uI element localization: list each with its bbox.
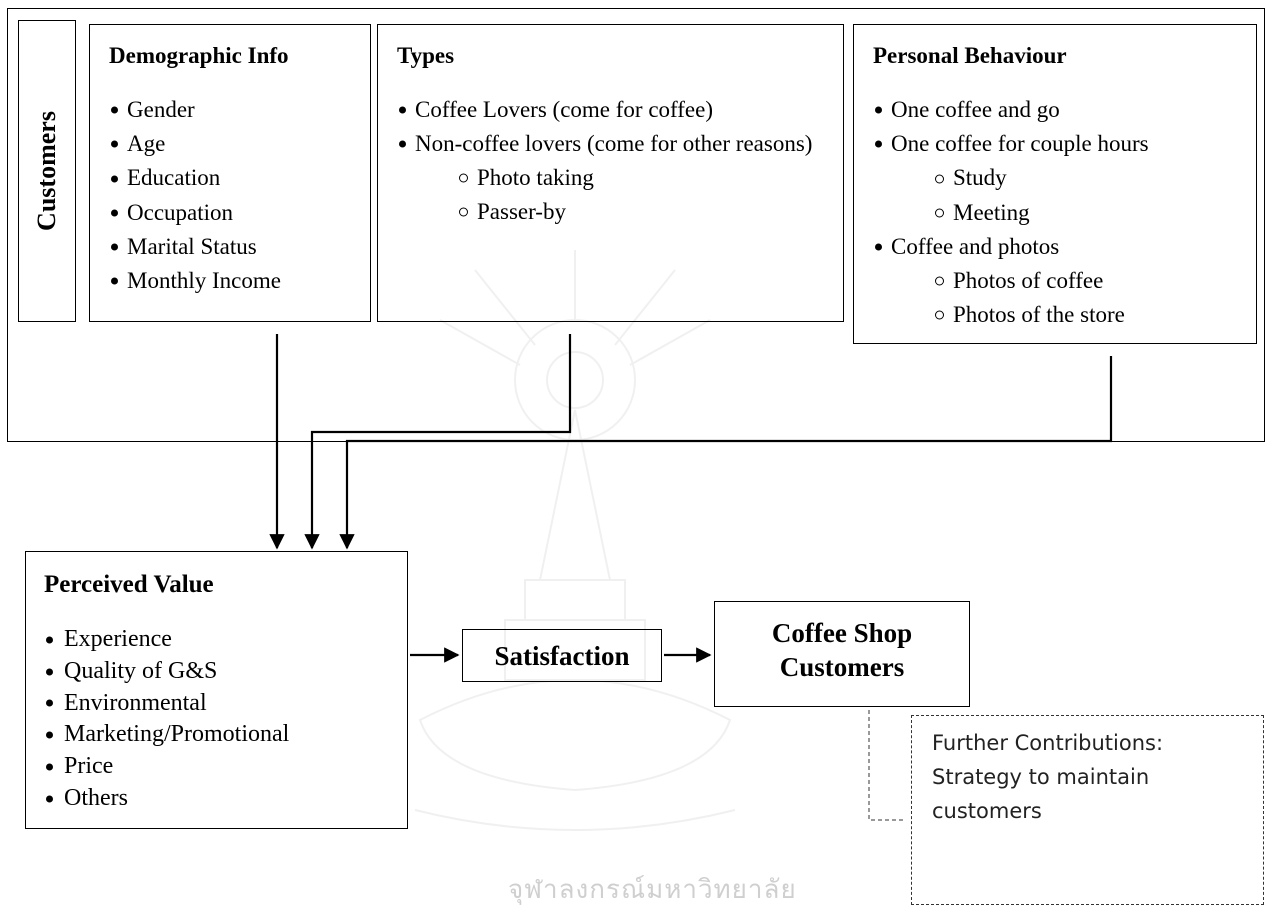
- personal-behaviour-title: Personal Behaviour: [873, 43, 1067, 68]
- behaviour-item: Coffee and photos: [873, 230, 1253, 264]
- demographic-item: Gender: [109, 93, 369, 127]
- satisfaction-box: Satisfaction: [462, 629, 662, 682]
- types-title: Types: [397, 43, 455, 68]
- further-contributions-box: Further Contributions: Strategy to maint…: [911, 715, 1264, 905]
- perceived-value-item: Quality of G&S: [44, 656, 404, 688]
- demographic-item: Occupation: [109, 196, 369, 230]
- perceived-value-box: Perceived Value Experience Quality of G&…: [25, 551, 408, 829]
- types-subitem: Passer-by: [397, 195, 839, 229]
- behaviour-subitem: Study: [873, 161, 1253, 195]
- demographic-item: Marital Status: [109, 230, 369, 264]
- coffee-shop-customers-label: Coffee Shop Customers: [715, 616, 969, 684]
- perceived-value-list: Experience Quality of G&S Environmental …: [44, 624, 404, 815]
- perceived-value-item: Others: [44, 783, 404, 815]
- types-subitem: Photo taking: [397, 161, 839, 195]
- demographic-item: Education: [109, 161, 369, 195]
- perceived-value-item: Marketing/Promotional: [44, 719, 404, 751]
- customers-label-box: Customers: [18, 20, 76, 322]
- behaviour-subitem: Photos of the store: [873, 298, 1253, 332]
- personal-behaviour-list: One coffee and go One coffee for couple …: [873, 93, 1253, 332]
- types-item: Non-coffee lovers (come for other reason…: [397, 127, 839, 161]
- demographic-info-box: Demographic Info Gender Age Education Oc…: [89, 24, 371, 322]
- customers-to-contributions-dashed-connector: [868, 710, 906, 821]
- behaviour-item: One coffee and go: [873, 93, 1253, 127]
- watermark-text: จุฬาลงกรณ์มหาวิทยาลัย: [508, 875, 797, 905]
- perceived-value-item: Experience: [44, 624, 404, 656]
- behaviour-subitem: Meeting: [873, 196, 1253, 230]
- further-contributions-line2: Strategy to maintain: [932, 765, 1150, 789]
- perceived-value-item: Price: [44, 751, 404, 783]
- further-contributions-line3: customers: [932, 799, 1042, 823]
- coffee-shop-customers-box: Coffee Shop Customers: [714, 601, 970, 707]
- coffee-shop-line2: Customers: [779, 652, 905, 682]
- university-emblem-watermark: [414, 250, 736, 831]
- types-list: Coffee Lovers (come for coffee) Non-coff…: [397, 93, 839, 229]
- customers-label: Customers: [32, 111, 61, 231]
- demographic-item: Monthly Income: [109, 264, 369, 298]
- satisfaction-label: Satisfaction: [494, 640, 630, 671]
- demographic-list: Gender Age Education Occupation Marital …: [109, 93, 369, 298]
- perceived-value-item: Environmental: [44, 688, 404, 720]
- types-box: Types Coffee Lovers (come for coffee) No…: [377, 24, 844, 322]
- personal-behaviour-box: Personal Behaviour One coffee and go One…: [853, 24, 1257, 344]
- perceived-value-title: Perceived Value: [44, 571, 214, 598]
- demographic-info-title: Demographic Info: [109, 43, 289, 68]
- coffee-shop-line1: Coffee Shop: [771, 618, 913, 648]
- behaviour-subitem: Photos of coffee: [873, 264, 1253, 298]
- demographic-item: Age: [109, 127, 369, 161]
- types-item: Coffee Lovers (come for coffee): [397, 93, 839, 127]
- further-contributions-line1: Further Contributions:: [932, 731, 1164, 755]
- behaviour-item: One coffee for couple hours: [873, 127, 1253, 161]
